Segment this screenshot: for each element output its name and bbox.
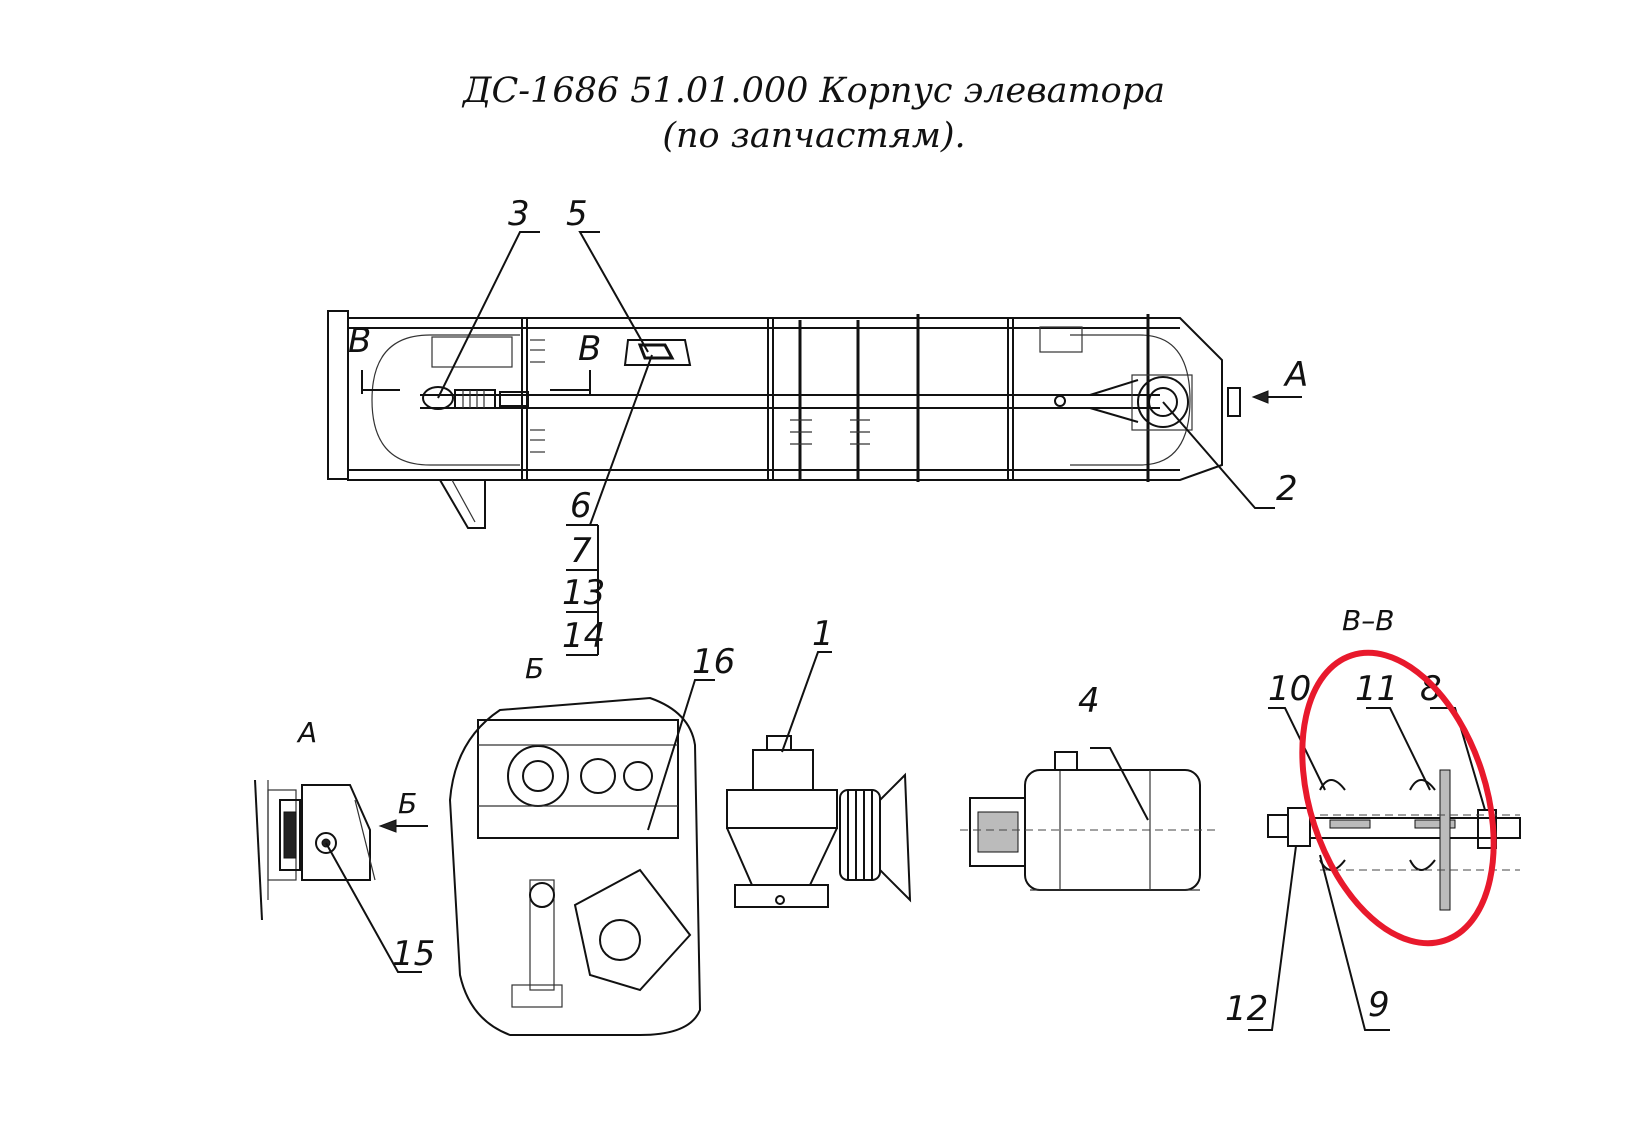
leaders-main	[437, 231, 1275, 656]
drive-unit-item-1: 1	[726, 614, 912, 908]
callout-9: 9	[1368, 985, 1390, 1025]
elevator-body-view: В В А	[327, 310, 1308, 529]
view-arrow-label-a: А	[1283, 355, 1308, 395]
view-a-label: А	[296, 716, 317, 749]
callout-16: 16	[692, 642, 735, 682]
callout-11: 11	[1355, 669, 1398, 709]
view-arrow-label-b: Б	[398, 787, 417, 820]
callout-7: 7	[570, 531, 592, 571]
section-mark-right: В	[578, 329, 601, 369]
callout-2: 2	[1276, 469, 1298, 509]
callout-10: 10	[1268, 669, 1311, 709]
view-b-gearbox: Б 16	[448, 642, 735, 1036]
section-mark-left: В	[348, 321, 371, 361]
section-bb-detail: В–В 10 11 8 12 9	[1225, 604, 1521, 1031]
callout-15: 15	[392, 934, 435, 974]
callout-4: 4	[1078, 681, 1100, 721]
drawing-subtitle: (по запчастям).	[662, 116, 966, 156]
callout-13: 13	[562, 573, 605, 613]
section-bb-label: В–В	[1342, 604, 1394, 637]
view-a-detail: Б А 15	[254, 716, 435, 974]
callout-5: 5	[566, 194, 588, 234]
view-b-label: Б	[525, 652, 544, 685]
motor-item-4: 4	[960, 681, 1215, 891]
callout-12: 12	[1225, 989, 1268, 1029]
callout-3: 3	[508, 194, 530, 234]
highlight-circle	[1299, 649, 1497, 947]
drawing-title: ДС-1686 51.01.000 Корпус элеватора	[462, 71, 1166, 111]
callout-1: 1	[812, 614, 834, 654]
callout-14: 14	[562, 616, 605, 656]
callout-6: 6	[570, 486, 592, 526]
